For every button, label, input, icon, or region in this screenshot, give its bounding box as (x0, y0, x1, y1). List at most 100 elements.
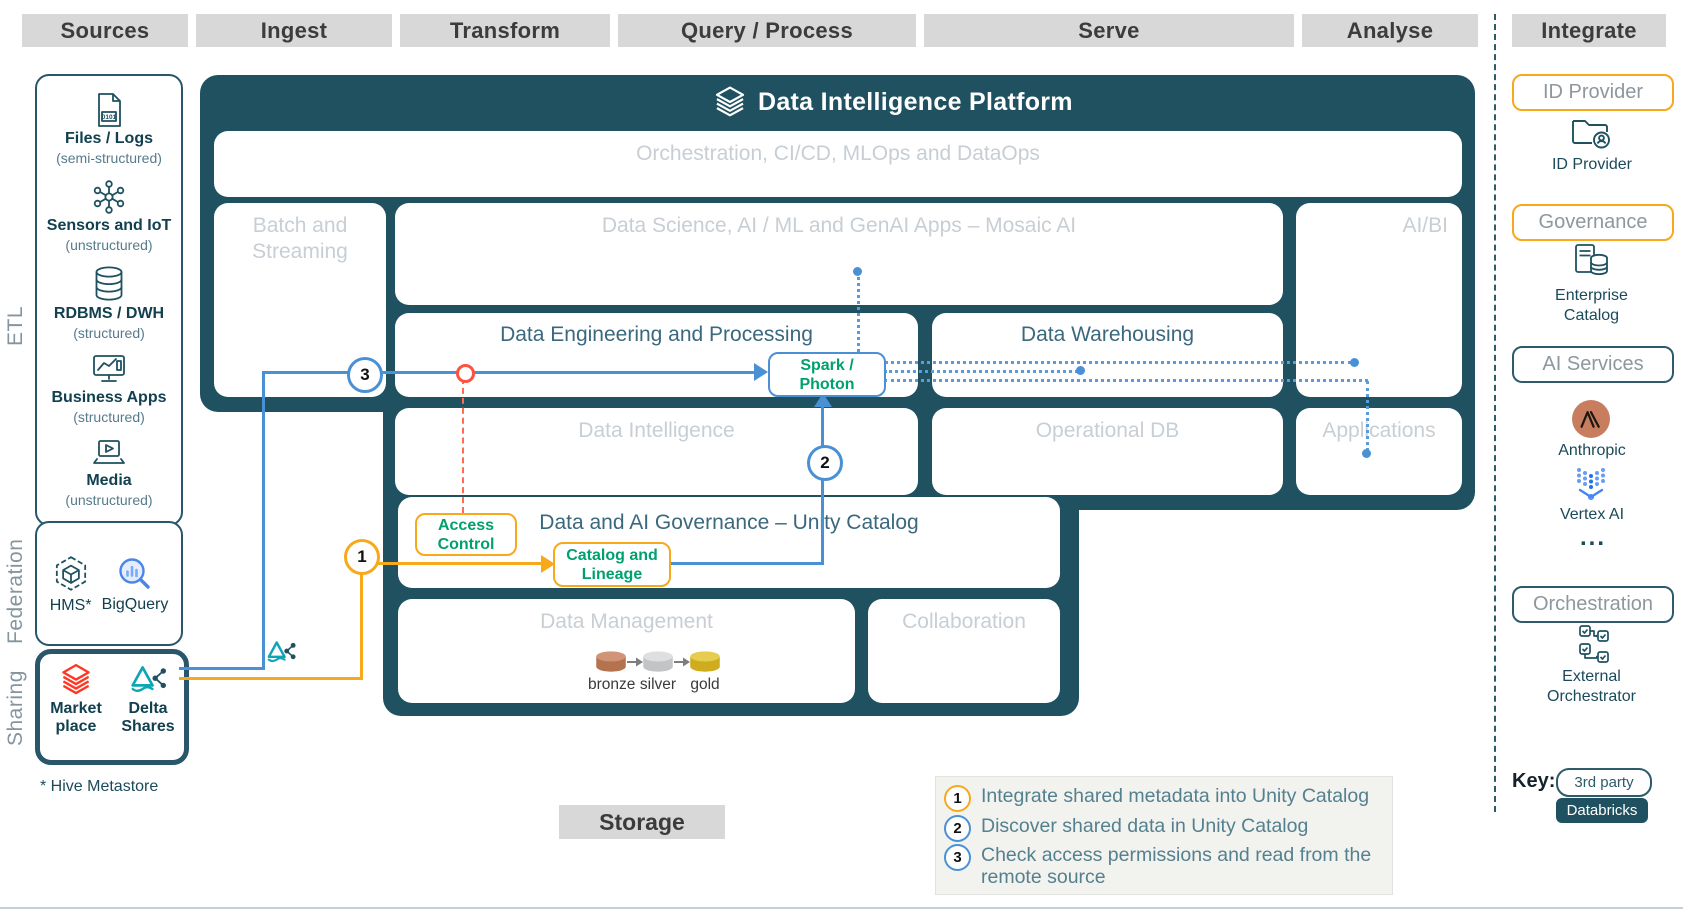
header-sources: Sources (22, 14, 188, 47)
dotted-link-aibi (884, 361, 1352, 364)
gold-label: gold (690, 676, 720, 693)
legend-box: 1 Integrate shared metadata into Unity C… (935, 776, 1393, 895)
flow1-arrowhead (541, 554, 555, 573)
rail-label-federation: Federation (4, 538, 27, 644)
dotted-link-mosaic (857, 277, 860, 352)
flow1-line-mid (360, 562, 541, 565)
svg-text:0101: 0101 (102, 114, 117, 121)
pill-id-provider: ID Provider (1512, 74, 1674, 111)
box-governance-label: Data and AI Governance – Unity Catalog (539, 511, 919, 534)
flow2-line-horizontal (667, 562, 824, 565)
gold-cylinder-icon (687, 650, 723, 674)
flow3-line-bottom (179, 666, 265, 670)
legend-circle-1: 1 (944, 785, 971, 812)
box-batch-streaming-label: Batch and Streaming (252, 214, 348, 263)
dotted-link-warehousing (884, 370, 1078, 373)
source-item-label: Sensors and IoT (46, 216, 172, 234)
source-item-label: Business Apps (51, 389, 167, 407)
node-catalog-lineage-label: Catalog and Lineage (566, 546, 658, 583)
enterprise-catalog-label: Enterprise Catalog (1555, 287, 1628, 324)
legend-text-1: Integrate shared metadata into Unity Cat… (981, 785, 1370, 807)
external-orchestrator-icon (1572, 624, 1612, 664)
box-mosaic-ai: Data Science, AI / ML and GenAI Apps – M… (395, 203, 1283, 305)
bronze-label: bronze (588, 676, 636, 693)
flow1-line-bottom (179, 677, 363, 680)
key-label: Key: (1512, 770, 1556, 792)
silver-cylinder-icon (640, 650, 676, 674)
box-applications: Applications (1296, 408, 1462, 495)
box-ai-bi-label: AI/BI (1402, 214, 1448, 237)
silver-label: silver (639, 676, 677, 693)
rail-label-sharing: Sharing (4, 670, 27, 746)
header-serve: Serve (924, 14, 1294, 47)
header-integrate: Integrate (1512, 14, 1666, 47)
bigquery-label: BigQuery (101, 595, 169, 613)
pill-governance: Governance (1512, 204, 1674, 241)
storage-bar: Storage (559, 805, 725, 839)
dot-aibi (1350, 358, 1359, 367)
header-analyse: Analyse (1302, 14, 1478, 47)
delta-shares-icon (129, 662, 167, 698)
media-icon (90, 438, 128, 470)
dot-mosaic (853, 267, 862, 276)
vertex-ai-icon (1571, 464, 1611, 502)
database-icon (92, 265, 126, 303)
box-data-management-label: Data Management (540, 610, 713, 633)
hms-icon (50, 553, 92, 595)
business-apps-icon (90, 353, 128, 387)
access-control-anchor-dot (456, 364, 475, 383)
legend-circle-3: 3 (944, 844, 971, 871)
federation-panel: HMS* BigQuery (35, 521, 183, 646)
source-item-media: Media (unstructured) (65, 438, 153, 508)
dotted-link-applications-h (884, 379, 1368, 382)
federation-item-bigquery: BigQuery (101, 554, 169, 614)
marker-3: 3 (347, 357, 383, 393)
node-spark-photon: Spark / Photon (768, 352, 886, 397)
box-data-warehousing-label: Data Warehousing (1020, 323, 1195, 346)
box-data-warehousing: Data Warehousing (932, 313, 1283, 397)
databricks-logo-icon (712, 84, 748, 120)
sharing-panel: Market place Delta Shares (35, 649, 189, 765)
legend-circle-2: 2 (944, 815, 971, 842)
flow3-arrowhead (754, 363, 768, 381)
sharing-item-delta: Delta Shares (119, 662, 177, 736)
box-ai-bi: AI/BI (1296, 203, 1462, 397)
hive-metastore-note: * Hive Metastore (40, 778, 159, 795)
medallion-arrow-icon (627, 656, 643, 668)
dotted-link-applications-v (1366, 381, 1369, 451)
sources-panel: 0101 Files / Logs (semi-structured) Sens… (35, 74, 183, 526)
bottom-rule (0, 907, 1683, 909)
sharing-item-marketplace: Market place (47, 662, 105, 736)
delta-shares-label: Delta Shares (121, 700, 175, 735)
box-applications-label: Applications (1322, 419, 1436, 442)
box-collaboration-label: Collaboration (902, 610, 1026, 633)
dot-applications (1362, 449, 1371, 458)
header-ingest: Ingest (196, 14, 392, 47)
files-icon: 0101 (92, 92, 126, 128)
federation-item-hms: HMS* (50, 553, 92, 615)
source-item-rdbms: RDBMS / DWH (structured) (54, 265, 164, 341)
marker-2: 2 (807, 445, 843, 481)
box-data-management: Data Management (398, 599, 855, 703)
legend-item-1: 1 Integrate shared metadata into Unity C… (944, 785, 1369, 812)
bigquery-icon (115, 554, 155, 594)
marketplace-label: Market place (50, 700, 102, 735)
marker-1: 1 (344, 539, 380, 575)
source-item-sub: (unstructured) (65, 491, 153, 508)
box-data-intelligence-label: Data Intelligence (578, 419, 735, 442)
source-item-sub: (structured) (73, 324, 145, 341)
node-access-control: Access Control (415, 513, 517, 556)
delta-shares-line-icon (266, 638, 296, 667)
anthropic-label: Anthropic (1558, 442, 1626, 459)
box-orchestration-label: Orchestration, CI/CD, MLOps and DataOps (636, 142, 1040, 165)
enterprise-catalog-icon (1570, 241, 1612, 283)
medallion-arrow-icon (674, 656, 690, 668)
box-orchestration: Orchestration, CI/CD, MLOps and DataOps (214, 131, 1462, 197)
legend-item-3: 3 Check access permissions and read from… (944, 844, 1376, 888)
id-provider-icon (1568, 112, 1614, 152)
flow3-line-main (262, 371, 754, 374)
box-operational-db-label: Operational DB (1035, 419, 1180, 442)
vertex-ai-label: Vertex AI (1559, 506, 1625, 523)
bronze-cylinder-icon (593, 650, 629, 674)
legend-text-3: Check access permissions and read from t… (981, 844, 1372, 888)
